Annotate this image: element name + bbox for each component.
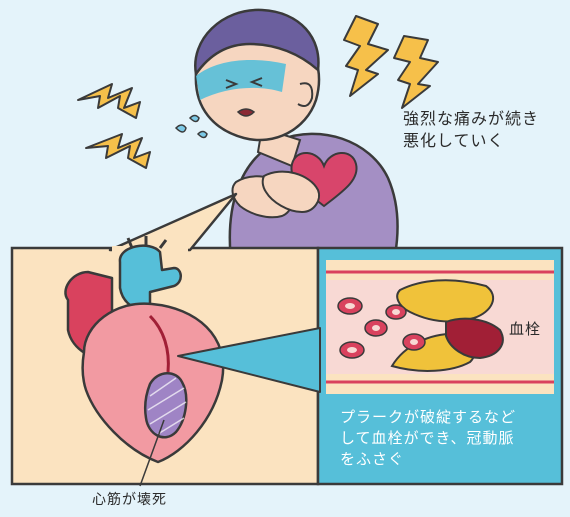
lightning-bolt-icon xyxy=(344,16,388,96)
lightning-bolt-icon xyxy=(78,84,140,118)
lightning-bolt-icon xyxy=(86,134,150,168)
caption-pain: 強烈な痛みが続き 悪化していく xyxy=(403,108,563,152)
label-thrombus: 血栓 xyxy=(509,318,541,340)
sweat-drop-icon xyxy=(176,116,207,138)
person-head xyxy=(195,10,319,140)
lightning-bolt-icon xyxy=(394,36,438,108)
label-myocardial-necrosis: 心筋が壊死 xyxy=(92,489,167,511)
caption-plaque-rupture: プラークが破綻するなど して血栓ができ、冠動脈 をふさぐ xyxy=(340,407,560,470)
